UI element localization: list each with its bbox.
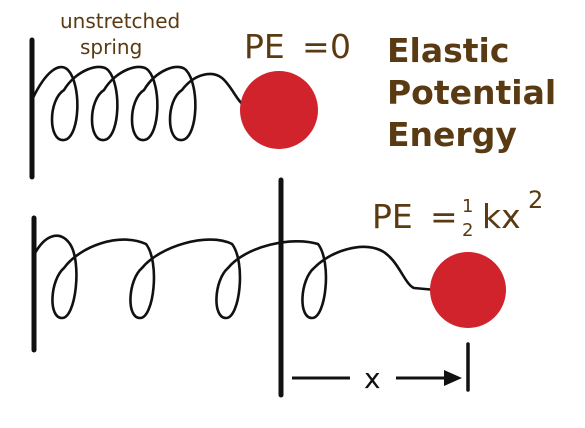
top-spring-coil — [30, 65, 248, 142]
displacement-x-label: x — [364, 362, 381, 395]
title-line2: Potential — [387, 73, 556, 112]
spring-label: spring — [80, 35, 142, 59]
top-pe-label: PE — [244, 27, 285, 66]
bottom-pe-equals: = — [430, 197, 458, 236]
formula-exponent: 2 — [528, 186, 543, 214]
fraction-denominator: 2 — [462, 220, 473, 241]
bottom-spring-coil — [32, 234, 438, 320]
top-ball — [240, 71, 318, 149]
title-line1: Elastic — [387, 31, 509, 70]
fraction-numerator: 1 — [462, 196, 473, 217]
formula-body: kx — [482, 197, 521, 236]
title-line3: Energy — [387, 115, 517, 154]
displacement-arrowhead — [444, 370, 462, 386]
bottom-pe-label: PE — [372, 197, 413, 236]
unstretched-label: unstretched — [60, 9, 180, 33]
bottom-ball — [430, 252, 506, 328]
top-pe-value: 0 — [330, 27, 351, 66]
top-pe-equals: = — [302, 27, 330, 66]
